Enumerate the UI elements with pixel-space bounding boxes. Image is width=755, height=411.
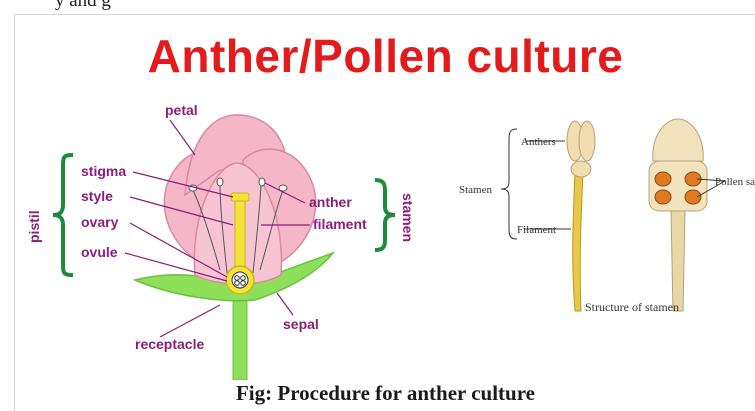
slide-title: Anther/Pollen culture [15,29,755,83]
stamen-diagram: Anthers Stamen Filament Pollen sac Struc… [435,111,755,331]
stem [233,290,247,380]
filament-shape [573,171,583,311]
label-anther: anther [309,194,352,210]
label-ovary: ovary [81,214,119,230]
label-pistil: pistil [26,210,42,243]
flower-diagram: petal stigma style ovary ovule anther fi… [15,85,415,380]
label-sepal: sepal [283,316,319,332]
label-stamen-struct: Stamen [459,184,492,196]
stigma-shape [231,193,249,201]
header-fragment: y and g [55,0,111,12]
label-ovule: ovule [81,244,118,260]
top-strip: y and g [0,0,755,14]
stamen-bracket [375,180,395,250]
style-shape [235,201,245,267]
label-stamen: stamen [400,193,415,242]
slide: Anther/Pollen culture [14,14,755,411]
figure-caption: Fig: Procedure for anther culture [15,381,755,406]
label-filament: filament [313,216,367,232]
stamen-figure-caption: Structure of stamen [585,300,679,314]
label-petal: petal [165,102,198,118]
anther-lobes [567,121,595,177]
label-pollen-sac: Pollen sac [715,176,755,188]
pistil-bracket [53,155,73,275]
ovule-shape [232,272,248,288]
section-filament [671,211,685,311]
label-stigma: stigma [81,163,126,179]
label-filament-struct: Filament [517,224,556,236]
label-anthers: Anthers [521,136,556,148]
label-receptacle: receptacle [135,336,204,352]
label-style: style [81,188,113,204]
